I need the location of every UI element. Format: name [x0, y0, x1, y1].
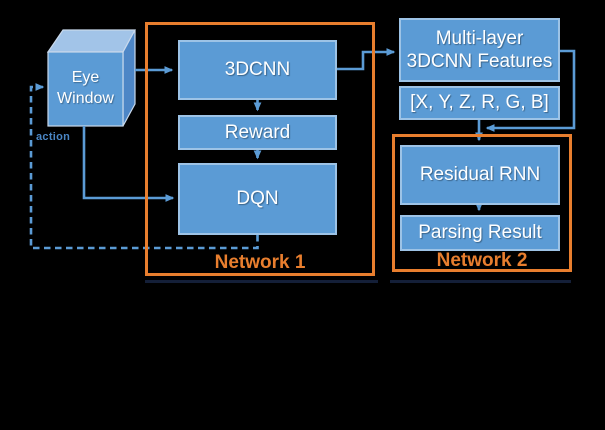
network2-label: Network 2	[436, 250, 528, 271]
eye-window-label-line1: Eye	[71, 69, 100, 87]
shadow-bar-network2	[390, 280, 571, 283]
network1-label: Network 1	[214, 252, 306, 273]
node-parsing-result: Parsing Result	[400, 215, 560, 251]
node-residual-rnn-label: Residual RNN	[419, 164, 541, 186]
node-features-label-line2: 3DCNN Features	[406, 51, 553, 72]
node-3dcnn: 3DCNN	[178, 40, 337, 100]
node-dqn: DQN	[178, 163, 337, 235]
node-reward: Reward	[178, 115, 337, 150]
node-coords-label: [X, Y, Z, R, G, B]	[410, 92, 549, 114]
node-parsing-result-label: Parsing Result	[418, 222, 542, 244]
node-eye-window: Eye Window	[48, 52, 123, 126]
shadow-bar-network1	[145, 280, 378, 283]
arrow-eyewindow-to-dqn	[82, 126, 175, 202]
node-features-label-line1: Multi-layer	[435, 27, 524, 49]
network1-group-box	[145, 22, 375, 276]
arrow-features-loop-to-rnn-input	[485, 49, 576, 132]
node-reward-label: Reward	[224, 121, 291, 143]
node-residual-rnn: Residual RNN	[400, 145, 560, 205]
node-dqn-label: DQN	[236, 188, 279, 210]
node-3dcnn-label: 3DCNN	[224, 59, 291, 81]
node-xyzrgb-coords: [X, Y, Z, R, G, B]	[399, 86, 560, 120]
action-edge-label: action	[36, 131, 71, 143]
network2-group-box	[392, 134, 572, 272]
eye-window-cube	[46, 29, 137, 127]
arrow-3dcnn-to-features	[337, 48, 396, 71]
node-multilayer-3dcnn-features: Multi-layer 3DCNN Features	[399, 18, 560, 82]
eye-window-label-line2: Window	[57, 90, 114, 107]
